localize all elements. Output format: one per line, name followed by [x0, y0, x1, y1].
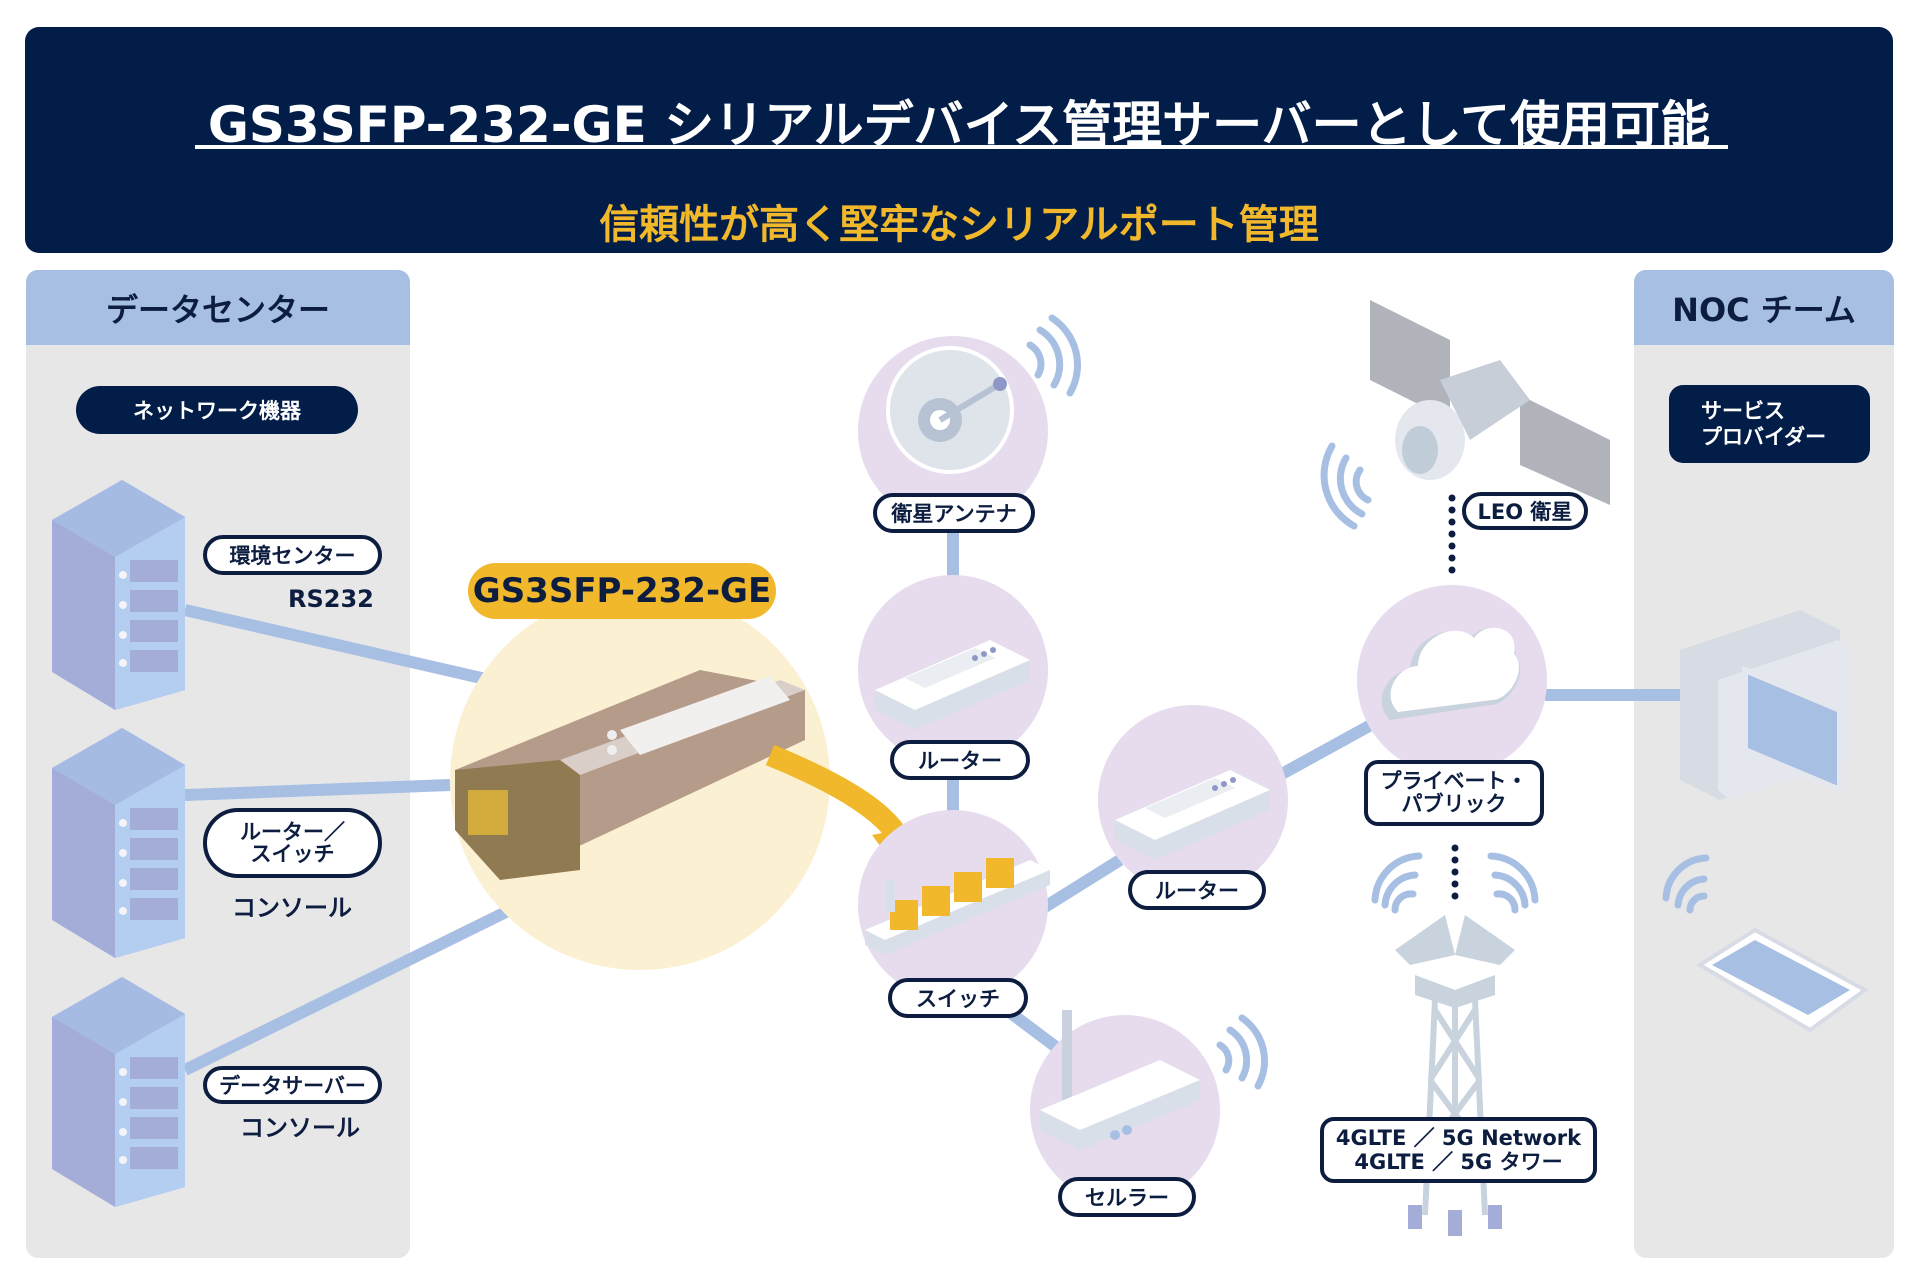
network-equipment-badge: ネットワーク機器 [76, 386, 358, 434]
switch-label: スイッチ [888, 978, 1028, 1018]
leo-satellite-icon [1320, 300, 1610, 530]
datacenter-panel-title: データセンター [26, 270, 410, 345]
cellular-router-icon [1040, 1010, 1268, 1150]
router-switch-sublabel: コンソール [232, 894, 352, 922]
smartphone-icon [1662, 854, 1869, 1033]
page-subtitle: 信頼性が高く堅牢なシリアルポート管理 [599, 202, 1319, 248]
sfp-module-icon [455, 670, 805, 880]
leo-dotted-line [1448, 494, 1456, 574]
link-router2-cloud [1277, 714, 1383, 781]
link-env-sensor [183, 604, 492, 686]
link-switch-router2 [1036, 854, 1124, 916]
cell-tower-icon [1371, 852, 1539, 1236]
switch-icon [865, 858, 1050, 955]
server-rack-icon [52, 480, 185, 1207]
cellular-label: セルラー [1058, 1177, 1196, 1217]
satellite-dish-icon [886, 314, 1082, 474]
data-server-sublabel: コンソール [240, 1114, 360, 1142]
router-switch-label: ルーター／ スイッチ [203, 808, 382, 878]
link-router-switch [184, 779, 451, 801]
title-underline [195, 145, 1728, 149]
router-icon [875, 640, 1030, 730]
noc-panel-title: NOC チーム [1634, 270, 1894, 345]
cell-tower-label: 4GLTE ／ 5G Network 4GLTE ／ 5G タワー [1320, 1117, 1597, 1183]
page-title: GS3SFP-232-GE シリアルデバイス管理サーバーとして使用可能 [207, 96, 1711, 154]
env-sensor-sublabel: RS232 [288, 585, 374, 613]
cell-tower-label-line1: 4GLTE ／ 5G Network [1335, 1126, 1582, 1150]
cloud-label: プライベート・ パブリック [1364, 760, 1544, 826]
header-banner: GS3SFP-232-GE シリアルデバイス管理サーバーとして使用可能 信頼性が… [25, 27, 1893, 253]
data-server-label: データサーバー [203, 1066, 382, 1104]
router1-label: ルーター [890, 740, 1030, 780]
leo-satellite-label: LEO 衛星 [1462, 492, 1588, 530]
product-name-badge: GS3SFP-232-GE [468, 563, 776, 619]
cloud-icon [1381, 627, 1521, 720]
cell-tower-label-line2: 4GLTE ／ 5G タワー [1354, 1150, 1563, 1174]
router2-label: ルーター [1128, 870, 1266, 910]
link-data-server [182, 904, 513, 1076]
tower-dotted-line [1451, 844, 1459, 900]
noc-monitor-icon [1680, 610, 1850, 800]
satellite-antenna-label: 衛星アンテナ [873, 493, 1035, 533]
service-provider-badge: サービス プロバイダー [1669, 385, 1870, 463]
env-sensor-label: 環境センター [203, 535, 382, 575]
